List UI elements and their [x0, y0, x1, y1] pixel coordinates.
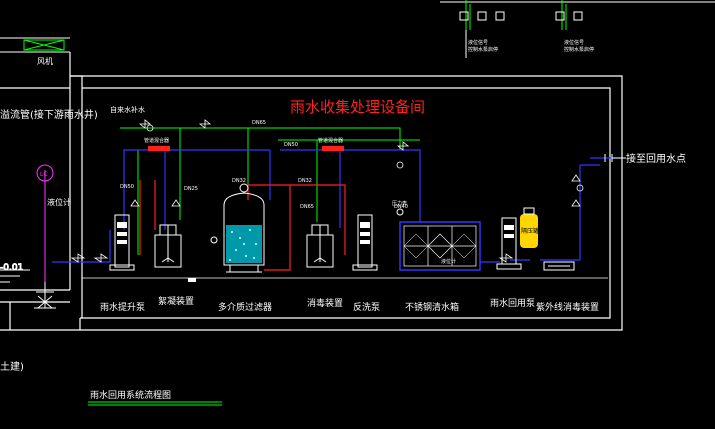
room-walls: [0, 52, 623, 331]
reuse-outlet: 接至回用水点: [604, 152, 686, 165]
pipe-dn32-a: DN32: [298, 178, 312, 184]
tank-gauge-label: 压力表: [392, 200, 407, 207]
wet-well: -0.01: [0, 263, 30, 283]
filter-label: 多介质过滤器: [218, 301, 272, 313]
lift-pump-label: 雨水提升泵: [100, 301, 145, 313]
fan-vent: 风机: [0, 37, 70, 66]
level-value: -0.01: [0, 263, 23, 273]
level-controller: LC 液位计: [34, 164, 71, 309]
civil-label: 土建): [0, 360, 24, 373]
mixer-1-label: 管道混合器: [144, 137, 169, 144]
uv-disinfection: [543, 261, 575, 271]
pipe-mixer-2: [322, 146, 344, 151]
pipe-mixer-1: [148, 146, 170, 151]
room-title: 雨水收集处理设备间: [290, 98, 425, 116]
pipe-dn65-b: DN65: [300, 204, 314, 210]
multi-media-filter: [210, 183, 265, 273]
red-pipes: [139, 180, 346, 271]
backwash-label: 反洗泵: [353, 301, 380, 313]
backwash-pump: [352, 214, 378, 271]
reuse-pump: [496, 217, 522, 270]
lc-label: LC: [40, 171, 48, 178]
green-pipes: [120, 127, 420, 255]
clear-water-tank: 液位计 压力表: [392, 200, 481, 271]
top-note-4: 控制水泵启停: [564, 46, 594, 53]
reuse-pump-label: 雨水回用泵: [490, 297, 535, 309]
diagram-caption: 雨水回用系统流程图: [90, 389, 171, 401]
pipe-dn50-a: DN50: [284, 142, 298, 148]
pipe-dn50-b: DN50: [120, 184, 134, 190]
pipe-dn32-b: DN32: [232, 178, 246, 184]
valves: [70, 119, 584, 263]
tank-sensor-label: 液位计: [441, 258, 456, 265]
pipe-dn40: DN40: [394, 204, 408, 210]
pipe-dn65-a: DN65: [252, 120, 266, 126]
level-meter-label: 液位计: [47, 197, 71, 207]
coagulation-device: [154, 224, 196, 282]
pressure-tank: 隔压罐: [520, 207, 539, 248]
mixer-2-label: 管道混合器: [318, 137, 343, 144]
disinfect-label: 消毒装置: [307, 297, 343, 309]
tank-label: 不锈钢清水箱: [405, 301, 459, 313]
inlet-pipe-label: 溢流管(接下游雨水井): [0, 108, 98, 121]
top-note-1: 液位信号: [468, 39, 488, 46]
fan-label: 风机: [37, 56, 53, 66]
uv-label: 紫外线消毒装置: [536, 301, 599, 313]
pipe-dn25: DN25: [184, 186, 198, 192]
reuse-point-label: 接至回用水点: [626, 152, 686, 165]
pressure-tank-label: 隔压罐: [521, 227, 539, 235]
lift-pump: [109, 214, 135, 271]
top-note-3: 液位信号: [564, 39, 584, 46]
coag-device-label: 絮凝装置: [158, 295, 194, 307]
disinfection-device: [306, 224, 334, 268]
legend-box: 液位信号 控制水泵启停 液位信号 控制水泵启停: [440, 0, 715, 58]
makeup-water-label: 自来水补水: [110, 105, 145, 114]
top-note-2: 控制水泵启停: [468, 46, 498, 53]
